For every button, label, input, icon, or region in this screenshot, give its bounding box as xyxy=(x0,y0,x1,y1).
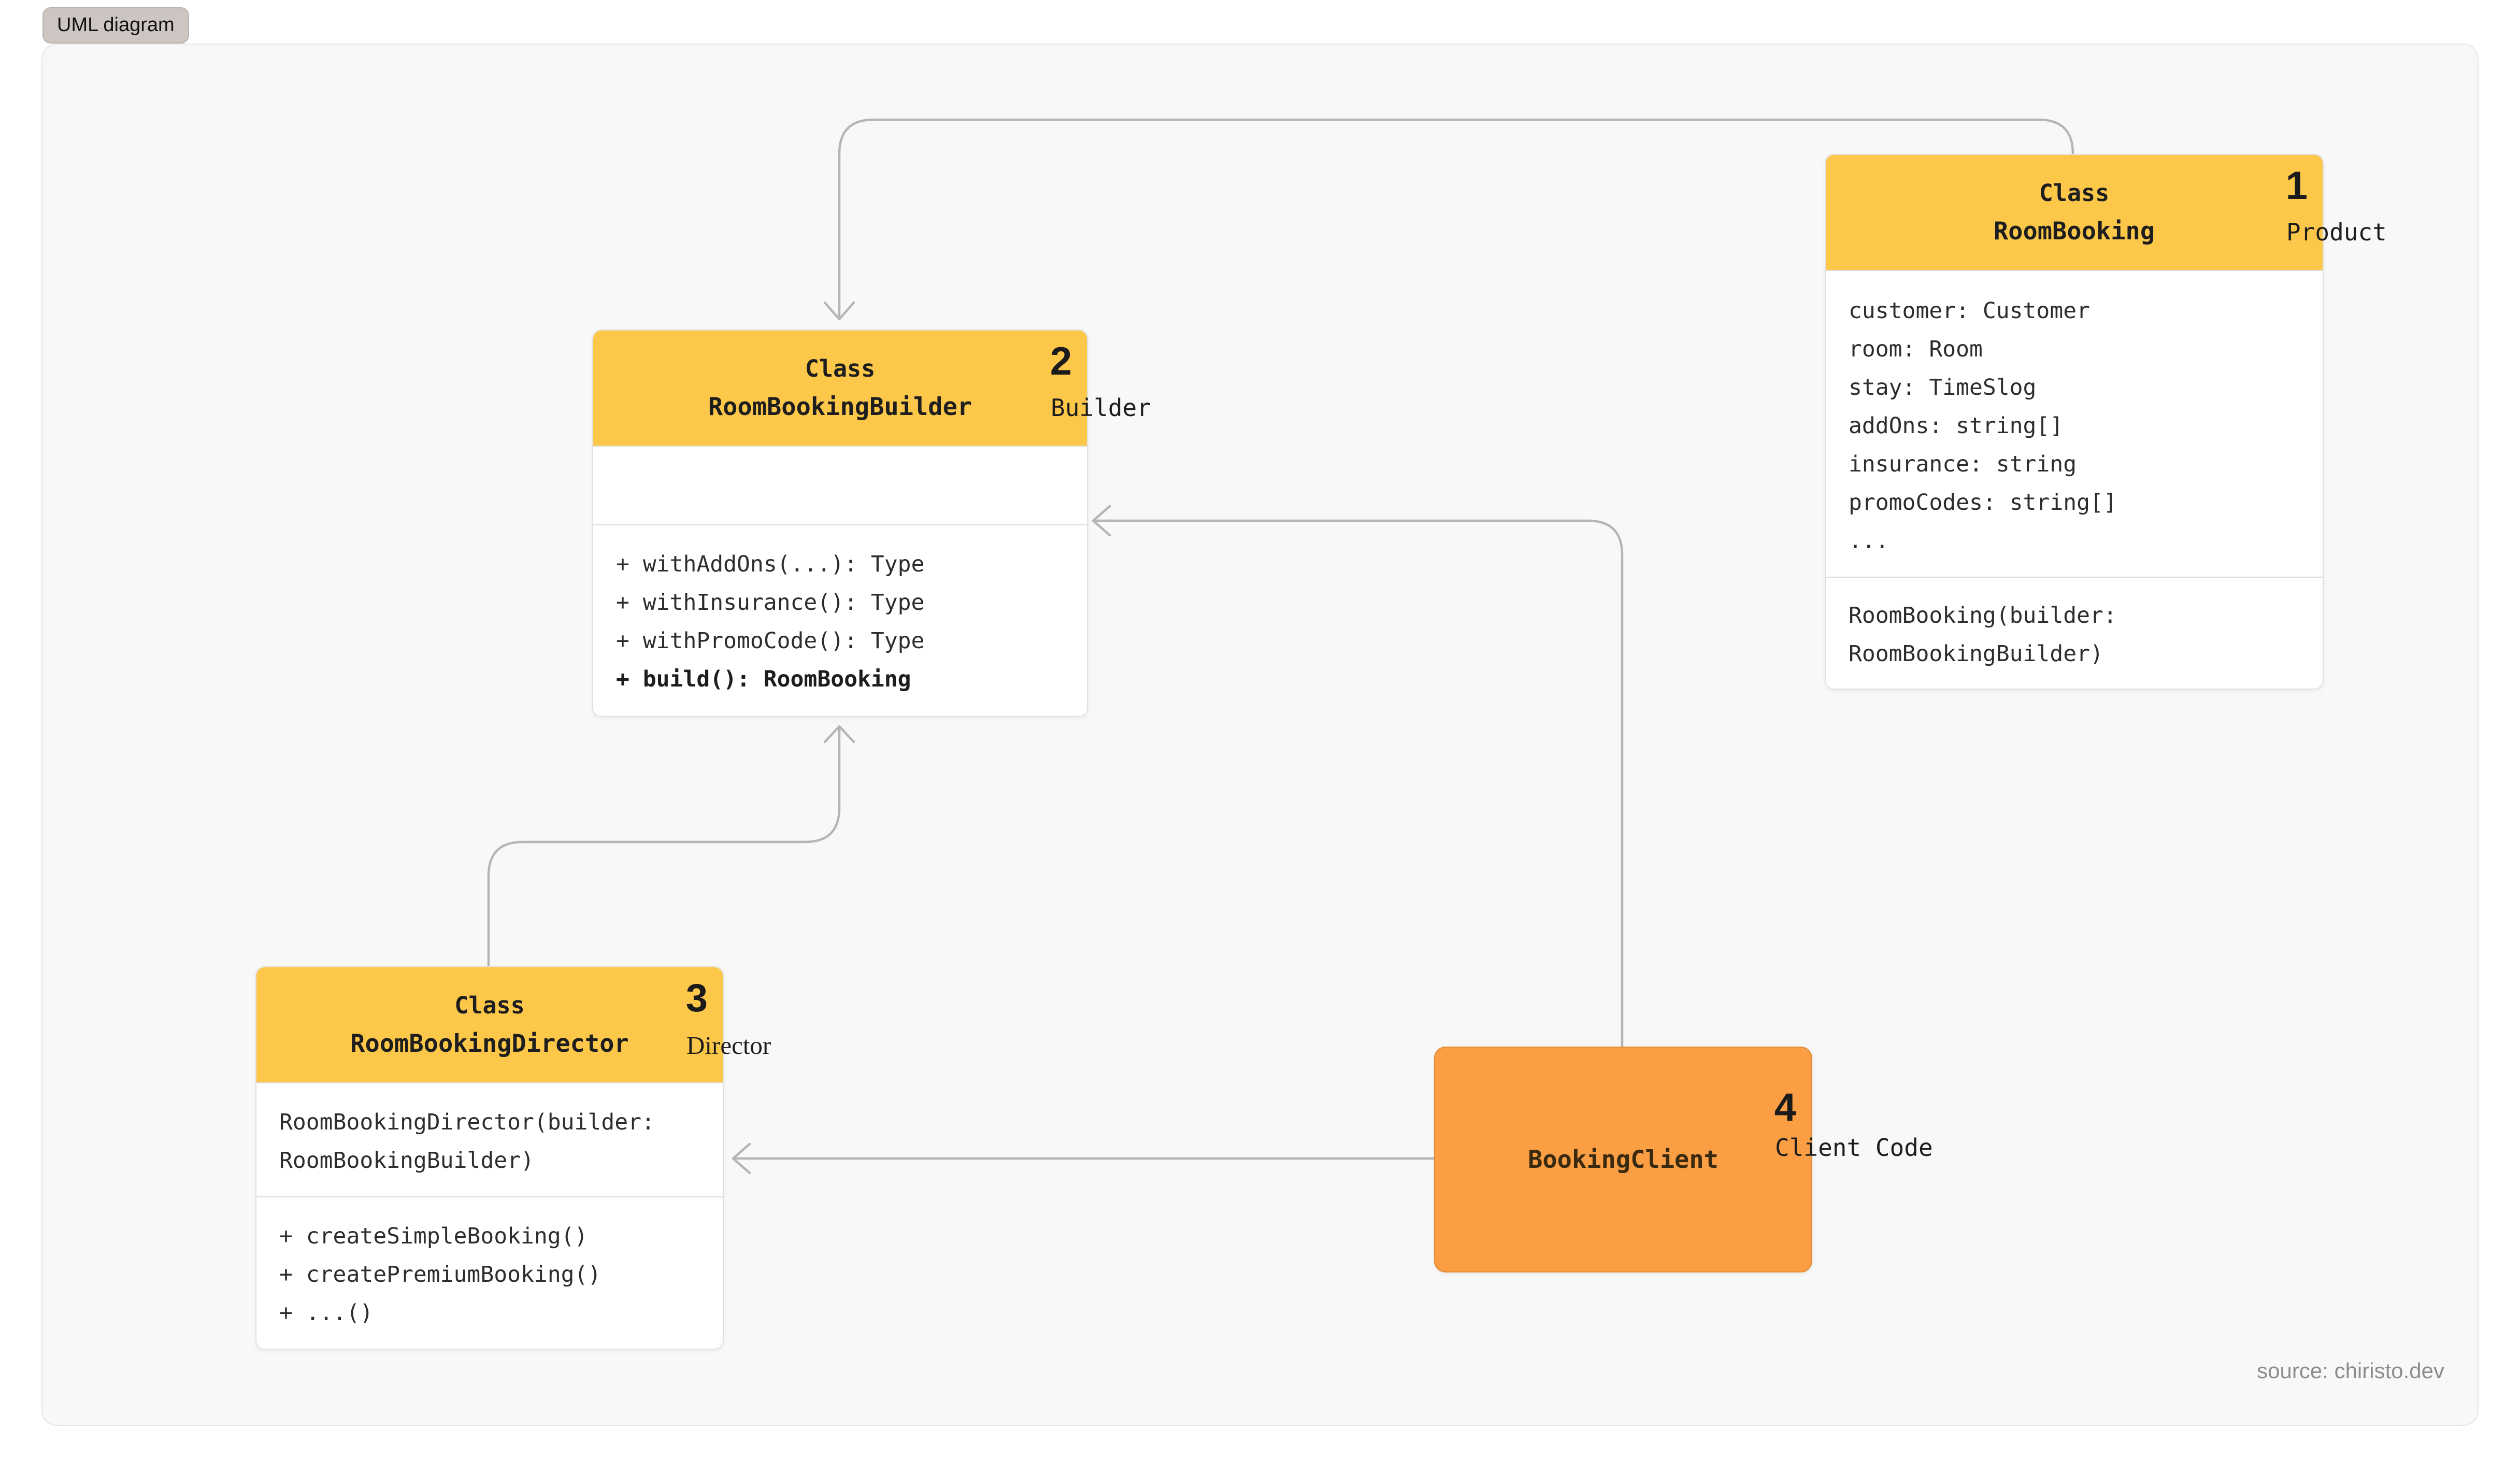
class-header-roombookingbuilder: Class RoomBookingBuilder xyxy=(593,331,1087,446)
methods-compartment: + createSimpleBooking() + createPremiumB… xyxy=(256,1196,723,1349)
source-credit: source: chiristo.dev xyxy=(2257,1358,2444,1383)
attribute-line: room: Room xyxy=(1849,336,1983,362)
class-name: RoomBooking xyxy=(1993,217,2155,246)
class-name: RoomBookingDirector xyxy=(350,1029,629,1058)
stereotype-label: Class xyxy=(805,355,876,382)
client-box-bookingclient: BookingClient 4 Client Code xyxy=(1434,1047,1933,1272)
attribute-line: addOns: string[] xyxy=(1849,413,2064,439)
step-number: 3 xyxy=(685,976,708,1020)
method-line: + createSimpleBooking() xyxy=(279,1223,588,1249)
method-line: + ...() xyxy=(279,1300,374,1326)
method-line-build: + build(): RoomBooking xyxy=(616,666,911,692)
attribute-line: customer: Customer xyxy=(1849,298,2090,324)
class-header-roombookingdirector: Class RoomBookingDirector xyxy=(256,967,723,1082)
attribute-line: ... xyxy=(1849,528,1889,554)
constructor-line: RoomBookingDirector(builder: RoomBooking… xyxy=(279,1109,668,1174)
methods-compartment: + withAddOns(...): Type + withInsurance(… xyxy=(593,524,1087,716)
constructor-line: RoomBooking(builder: RoomBookingBuilder) xyxy=(1849,603,2130,667)
class-box-roombooking: Class RoomBooking customer: Customer roo… xyxy=(1825,154,2387,690)
methods-compartment: RoomBooking(builder: RoomBookingBuilder) xyxy=(1826,577,2323,689)
method-line: + withAddOns(...): Type xyxy=(616,551,925,577)
attributes-compartment: customer: Customer room: Room stay: Time… xyxy=(1826,270,2323,577)
step-number: 1 xyxy=(2285,164,2308,208)
attributes-compartment-empty xyxy=(593,446,1087,524)
constructor-compartment: RoomBookingDirector(builder: RoomBooking… xyxy=(256,1082,723,1196)
attribute-line: promoCodes: string[] xyxy=(1849,490,2117,516)
method-line: + withPromoCode(): Type xyxy=(616,628,925,654)
class-box-roombookingdirector: Class RoomBookingDirector RoomBookingDir… xyxy=(255,966,771,1350)
attribute-line: stay: TimeSlog xyxy=(1849,375,2037,400)
class-header-roombooking: Class RoomBooking xyxy=(1826,155,2323,270)
class-box-roombookingbuilder: Class RoomBookingBuilder + withAddOns(..… xyxy=(592,330,1151,717)
method-line: + withInsurance(): Type xyxy=(616,590,925,616)
client-name: BookingClient xyxy=(1528,1145,1719,1174)
method-line: + createPremiumBooking() xyxy=(279,1262,602,1288)
stereotype-label: Class xyxy=(2039,179,2110,207)
role-label-director: Director xyxy=(686,1031,771,1060)
class-name: RoomBookingBuilder xyxy=(708,393,972,421)
role-label-client-code: Client Code xyxy=(1775,1134,1933,1162)
role-label-builder: Builder xyxy=(1051,394,1151,422)
step-number: 2 xyxy=(1050,339,1072,383)
step-number: 4 xyxy=(1774,1085,1796,1129)
attribute-line: insurance: string xyxy=(1849,451,2077,477)
uml-diagram-badge: UML diagram xyxy=(42,7,189,44)
role-label-product: Product xyxy=(2286,218,2387,246)
stereotype-label: Class xyxy=(454,992,525,1019)
